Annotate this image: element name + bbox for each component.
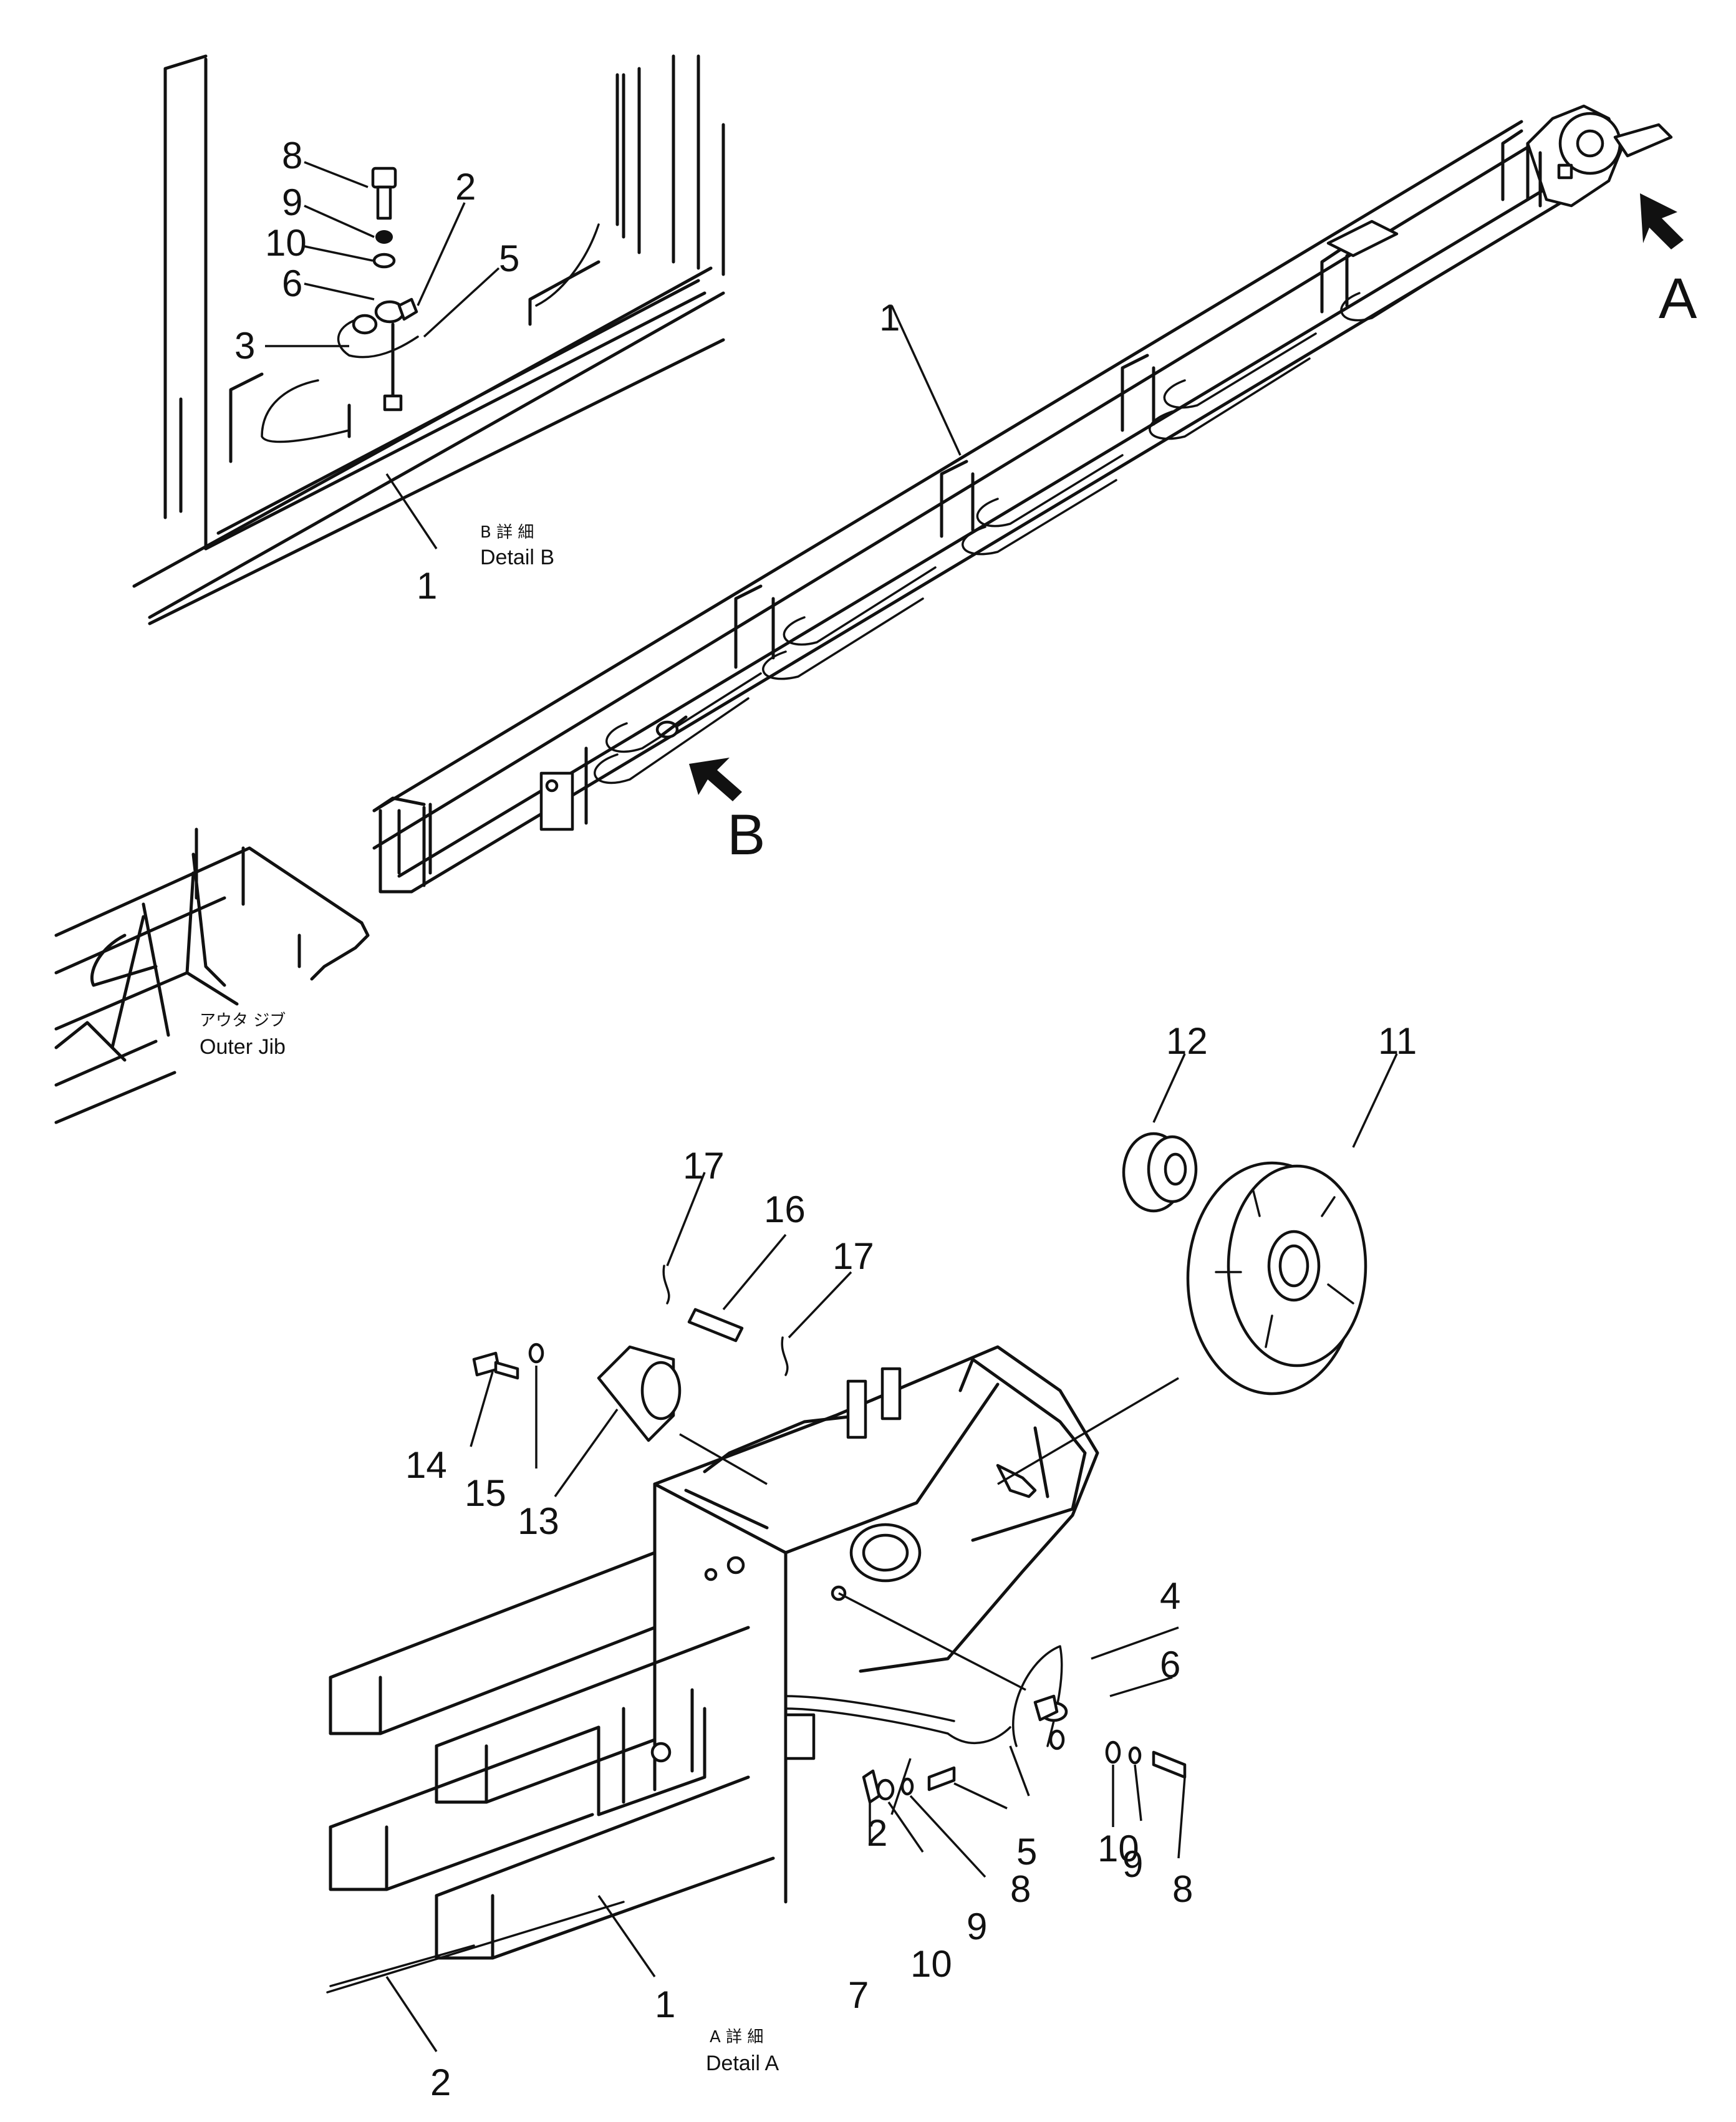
callout-b9: 9 bbox=[282, 181, 302, 223]
callout-a4: 4 bbox=[1160, 1575, 1180, 1617]
callout-b3: 3 bbox=[234, 325, 255, 367]
callout-b10: 10 bbox=[265, 222, 307, 264]
callout-a17-left: 17 bbox=[683, 1145, 725, 1187]
callout-b5: 5 bbox=[499, 238, 519, 279]
view-marker-b: B bbox=[727, 803, 765, 867]
callout-a11: 11 bbox=[1378, 1020, 1417, 1062]
jib-assembly bbox=[372, 104, 1673, 894]
callout-a9-left: 9 bbox=[967, 1906, 987, 1947]
view-a-arrow-icon bbox=[1640, 193, 1684, 249]
callout-main-1: 1 bbox=[879, 297, 900, 339]
detail-b-caption-jp: B 詳 細 bbox=[480, 523, 534, 542]
callout-a16: 16 bbox=[764, 1189, 806, 1230]
callout-a10-left: 10 bbox=[910, 1943, 952, 1985]
outer-jib-caption-jp: アウタ ジブ bbox=[200, 1011, 286, 1030]
detail-a-view bbox=[326, 1053, 1398, 2052]
callout-a14: 14 bbox=[405, 1444, 447, 1486]
callout-a17-right: 17 bbox=[832, 1235, 874, 1277]
detail-a-caption-jp: A 詳 細 bbox=[710, 2028, 763, 2047]
callout-b8: 8 bbox=[282, 135, 302, 176]
outer-jib-caption: Outer Jib bbox=[200, 1035, 286, 1059]
callout-a6: 6 bbox=[1160, 1644, 1180, 1686]
callout-a2: 2 bbox=[867, 1812, 887, 1854]
callout-b6: 6 bbox=[282, 263, 302, 304]
callout-a13: 13 bbox=[518, 1500, 559, 1542]
callout-b1: 1 bbox=[417, 565, 437, 607]
callout-b2: 2 bbox=[455, 166, 476, 208]
callout-a2-left: 2 bbox=[430, 2062, 451, 2103]
outer-jib-view bbox=[54, 827, 370, 1124]
callout-a8-right: 8 bbox=[1172, 1868, 1193, 1910]
callout-a8-left: 8 bbox=[1010, 1868, 1031, 1910]
detail-b-caption: Detail B bbox=[480, 546, 554, 569]
callout-a15: 15 bbox=[465, 1472, 506, 1514]
callout-a7: 7 bbox=[848, 1974, 869, 2016]
callout-a1: 1 bbox=[655, 1984, 675, 2025]
detail-b-view bbox=[132, 54, 725, 625]
callout-a12: 12 bbox=[1166, 1020, 1208, 1062]
view-marker-a: A bbox=[1659, 267, 1697, 330]
detail-a-caption: Detail A bbox=[706, 2052, 779, 2075]
callout-a9-right: 9 bbox=[1122, 1843, 1143, 1885]
callout-a10-right: 10 bbox=[1097, 1828, 1139, 1869]
view-b-arrow-icon bbox=[689, 758, 742, 801]
callout-a5: 5 bbox=[1016, 1831, 1037, 1873]
